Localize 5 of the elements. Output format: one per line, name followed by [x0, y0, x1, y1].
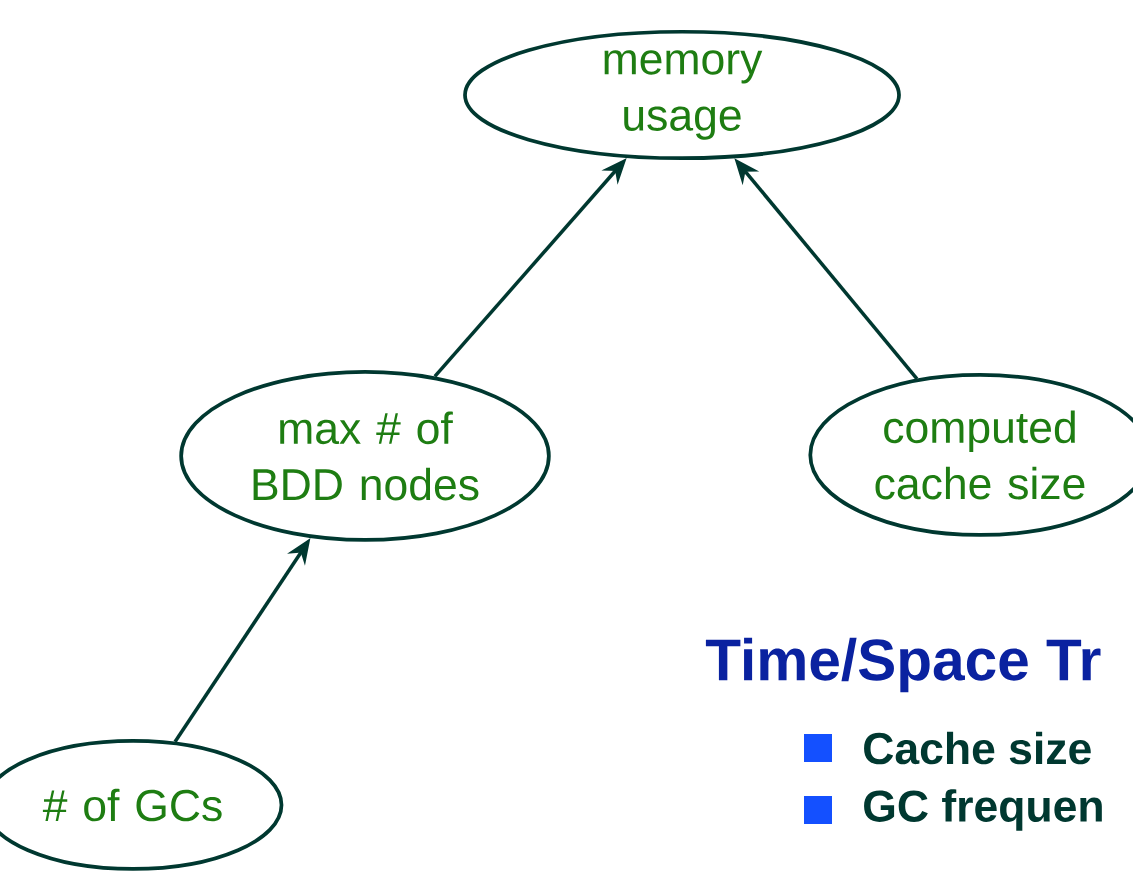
ellipse-node: memory usage — [463, 29, 901, 161]
bullet-text: GC frequen — [864, 789, 1102, 831]
ellipse-node: max # of BDD nodes — [179, 370, 551, 542]
heading: Time/Space Tr — [705, 637, 1101, 693]
bullet-text: Cache size — [864, 731, 1091, 765]
